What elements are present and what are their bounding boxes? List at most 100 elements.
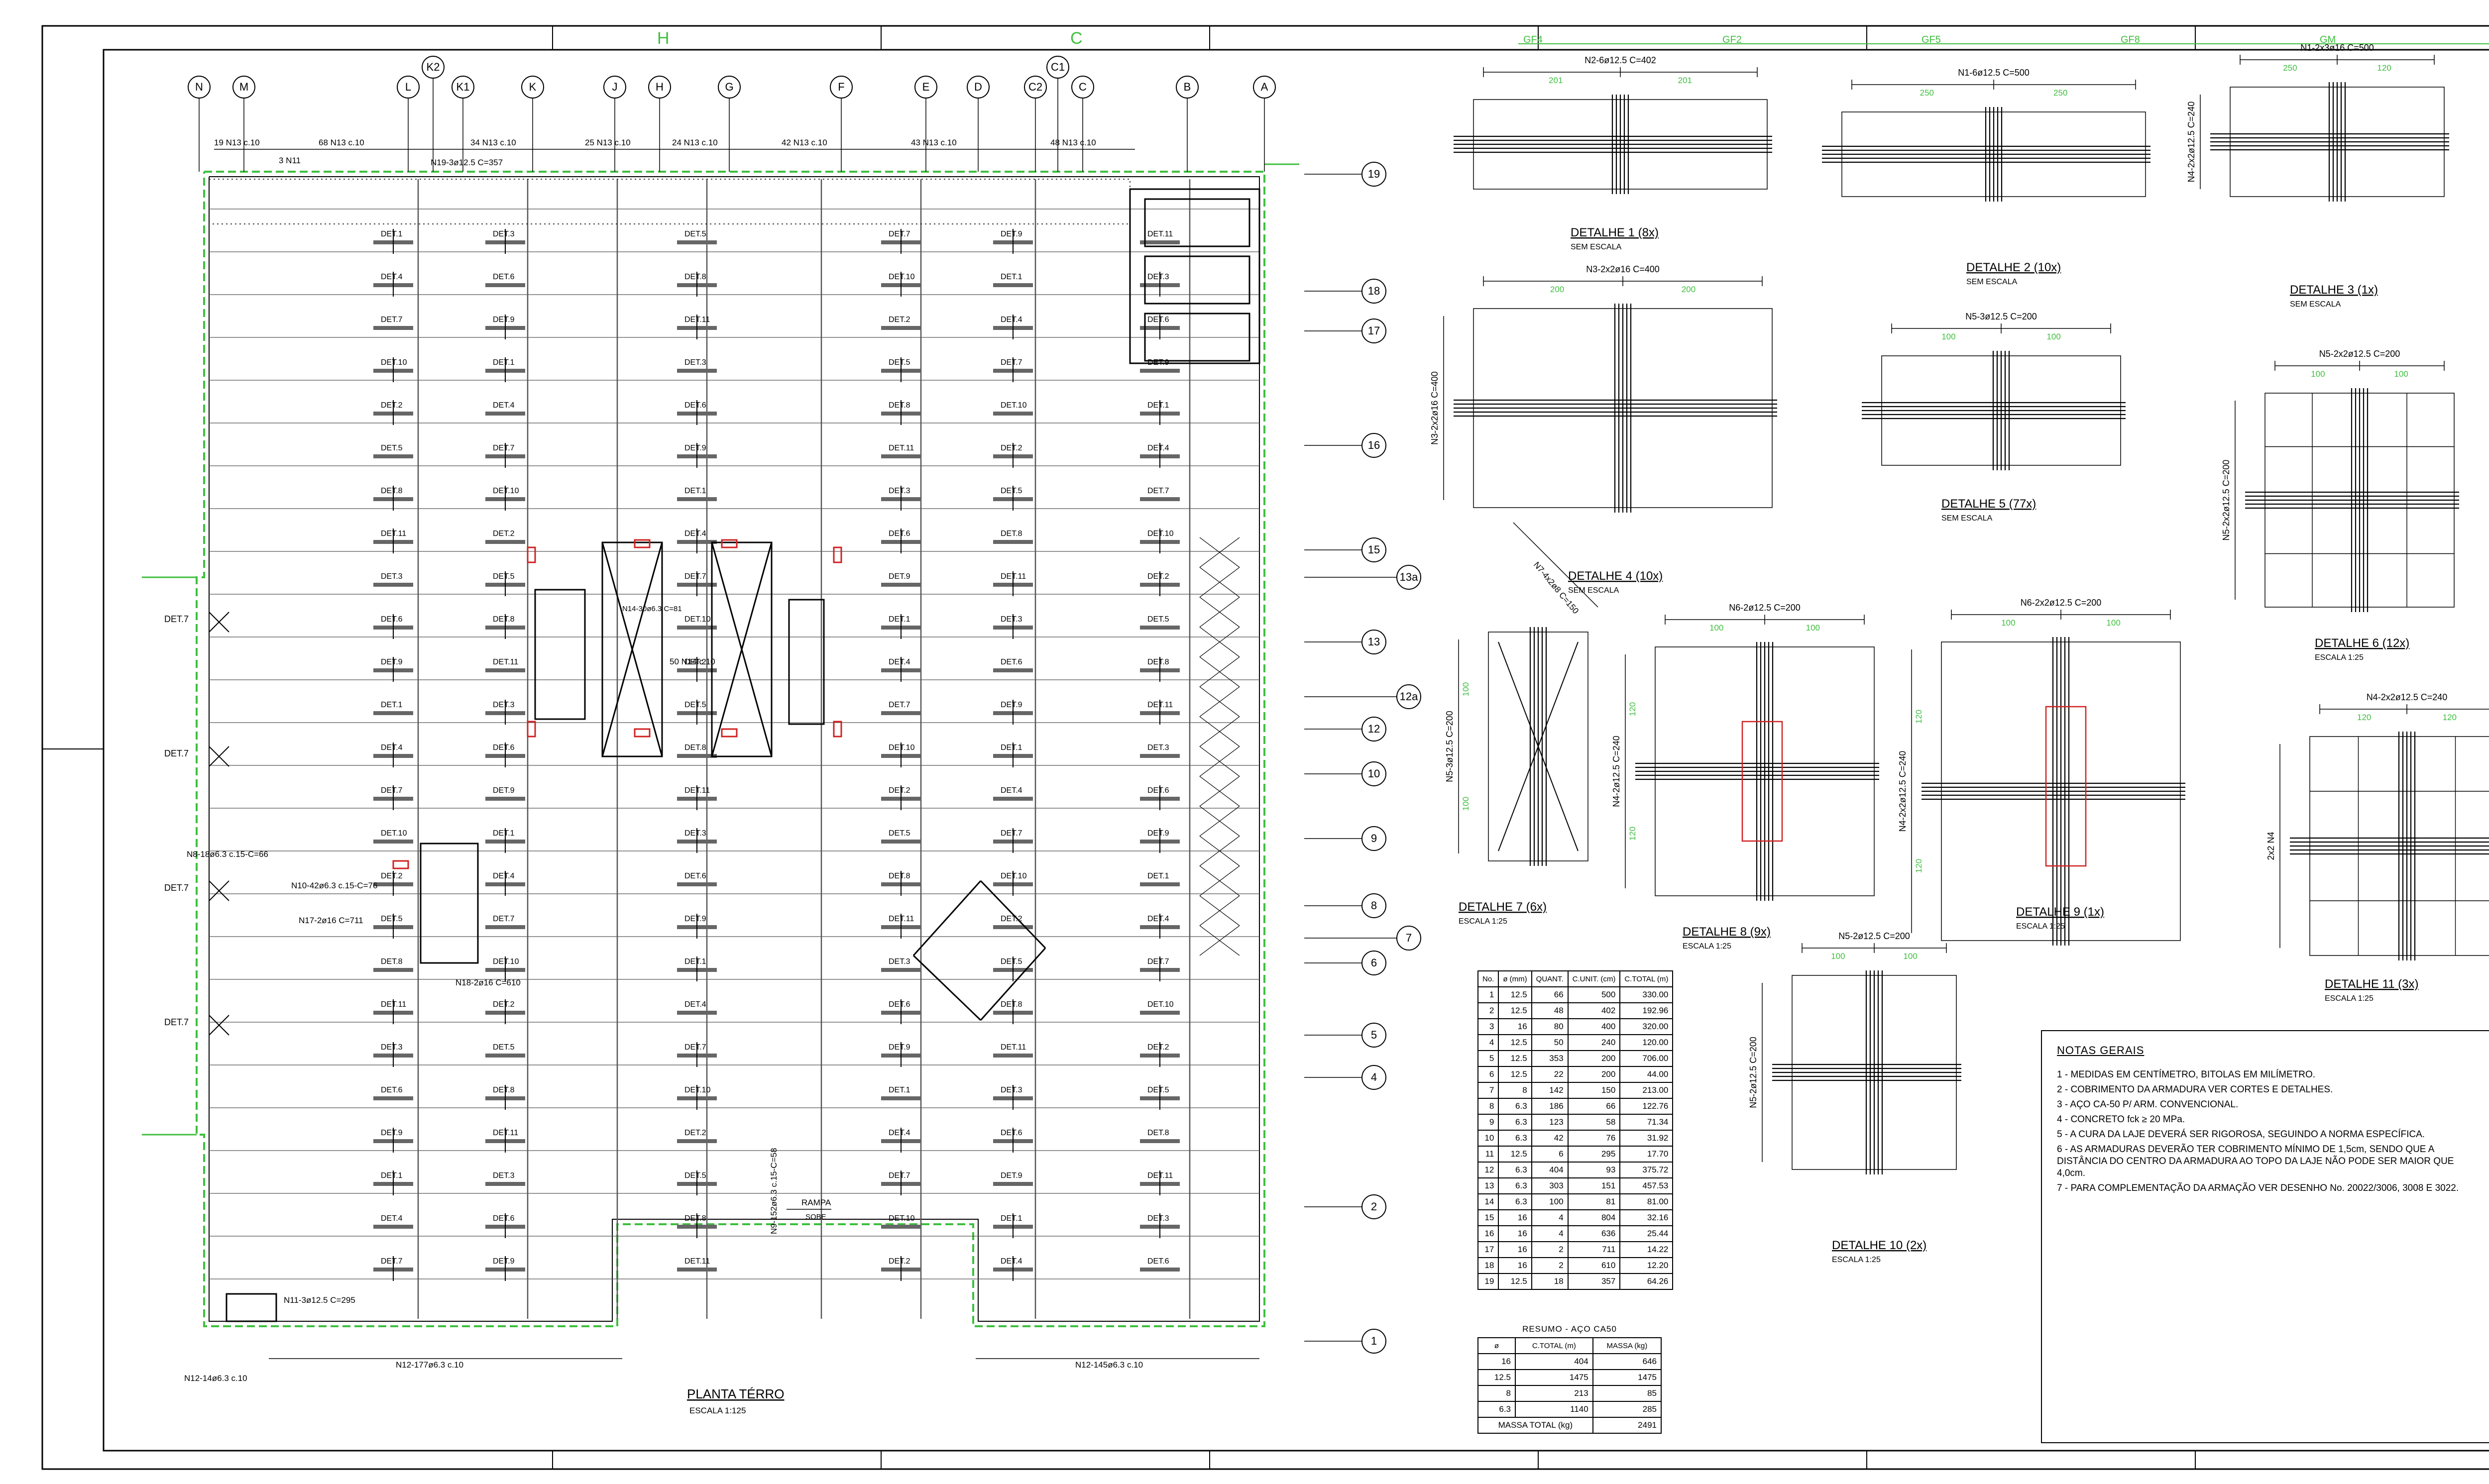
det-label: DET.1 [1001, 743, 1022, 752]
row-axis-label: 16 [1368, 439, 1380, 451]
det-label: DET.2 [1001, 444, 1022, 452]
detail-dim: 100 [1941, 332, 1955, 341]
detail-bar-label: N5-2ø12.5 C=200 [1838, 931, 1910, 941]
table-cell: 711 [1567, 1241, 1621, 1258]
zone-strip-top [552, 26, 2196, 1469]
table-cell: 6 [1477, 1066, 1499, 1083]
det-bar-mark [1140, 240, 1180, 244]
det-label: DET.10 [493, 957, 519, 966]
table-cell: 6.3 [1498, 1177, 1532, 1194]
det-label: DET.10 [493, 487, 519, 495]
det-label: DET.4 [1001, 1257, 1022, 1266]
tab-gm: GM [2320, 34, 2336, 45]
det-label: DET.2 [1147, 1043, 1169, 1052]
table-cell: 8 [1477, 1098, 1499, 1115]
det-label: DET.6 [1001, 658, 1022, 666]
det-label: DET.3 [381, 1043, 403, 1052]
table-cell: 6.3 [1498, 1162, 1532, 1178]
det-label: DET.9 [493, 316, 515, 324]
detail-dim: 100 [2311, 369, 2325, 379]
table-cell: 6 [1531, 1146, 1569, 1163]
callout-n10: N10-42ø6.3 c.15-C=76 [291, 881, 377, 890]
table-cell: 1475 [1592, 1369, 1662, 1386]
row-axis-label: 13 [1368, 636, 1380, 648]
det-label: DET.3 [381, 572, 403, 581]
table-cell: 610 [1567, 1257, 1621, 1274]
summary-header-0: ø [1477, 1337, 1516, 1354]
det-label: DET.8 [1147, 1129, 1169, 1137]
det-bar-mark [993, 540, 1033, 544]
note-item: 2 - COBRIMENTO DA ARMADURA VER CORTES E … [2057, 1084, 2333, 1095]
detail-scale: ESCALA 1:25 [1459, 917, 1507, 926]
note-item: 3 - AÇO CA-50 P/ ARM. CONVENCIONAL. [2057, 1099, 2239, 1110]
detail-dim: 100 [1831, 952, 1845, 961]
det-bar-mark [1140, 1268, 1180, 1272]
det-label: DET.1 [889, 1086, 910, 1094]
table-cell: 2 [1477, 1002, 1499, 1019]
detail-scale: SEM ESCALA [1571, 243, 1622, 251]
det-label: DET.1 [684, 957, 706, 966]
table-cell: 12.5 [1498, 1066, 1532, 1083]
table-cell: 19 [1477, 1273, 1499, 1290]
detail-dim: 201 [1678, 76, 1692, 85]
table-cell: 9 [1477, 1114, 1499, 1131]
top-dim-9: 48 N13 c.10 [1050, 138, 1096, 147]
det-label: DET.5 [1147, 615, 1169, 624]
det-label: DET.8 [684, 273, 706, 281]
det-label: DET.8 [1001, 530, 1022, 538]
det-label: DET.1 [381, 1171, 403, 1180]
steel-header-2: QUANT. [1531, 970, 1569, 987]
detail-side-label: N4-2x2ø12.5 C=240 [1898, 751, 1908, 832]
detail-title: DETALHE 8 (9x) [1683, 925, 1771, 939]
top-dim-7: 42 N13 c.10 [782, 138, 827, 147]
table-cell: 192.96 [1619, 1002, 1674, 1019]
summary-title: RESUMO - AÇO CA50 [1522, 1324, 1617, 1334]
det-label: DET.1 [1001, 1214, 1022, 1223]
det-label: DET.5 [684, 230, 706, 238]
det-label: DET.8 [1001, 1000, 1022, 1009]
table-cell: 1 [1477, 986, 1499, 1003]
det-label: DET.4 [1147, 915, 1169, 923]
det-label: DET.10 [1147, 530, 1174, 538]
det-bar-mark [881, 711, 921, 715]
det-label: DET.11 [684, 1257, 710, 1266]
column-axis-label: K1 [456, 81, 470, 93]
callout-n18: N18-2ø16 C=610 [455, 978, 521, 987]
det-bar-mark [373, 840, 413, 844]
table-cell: 42 [1531, 1130, 1569, 1147]
table-cell: 320.00 [1619, 1018, 1674, 1035]
det-label: DET.7 [684, 572, 706, 581]
table-cell: 11 [1477, 1146, 1499, 1163]
column-axis-label: C [1079, 81, 1087, 93]
table-cell: 404 [1515, 1353, 1593, 1370]
detail-side-label: N3-2x2ø16 C=400 [1430, 371, 1440, 445]
det-label: DET.1 [1147, 872, 1169, 880]
row-axis-label: 8 [1371, 899, 1377, 912]
callout-n14b: 50 N14 c.10 [670, 657, 715, 666]
det-label: DET.10 [1001, 401, 1027, 410]
det-bar-mark [1140, 626, 1180, 630]
det-label: DET.2 [684, 658, 706, 666]
zone-label-c: C [1070, 29, 1083, 48]
column-axis-label: L [405, 81, 411, 93]
detail-scale: ESCALA 1:25 [1683, 942, 1731, 951]
detail-title: DETALHE 5 (77x) [1941, 497, 2036, 511]
det-label: DET.4 [381, 273, 403, 281]
detail-scale: ESCALA 1:25 [2325, 994, 2374, 1003]
det-label: DET.4 [493, 401, 515, 410]
det-label: DET.6 [684, 872, 706, 880]
det-bar-mark [993, 1182, 1033, 1186]
det-bar-mark [373, 1225, 413, 1229]
column-axis-label: N [195, 81, 203, 93]
det-label: DET.8 [381, 487, 403, 495]
detail-bar-label: N5-2x2ø12.5 C=200 [2319, 349, 2400, 359]
top-dim-4: N19-3ø12.5 C=357 [431, 158, 503, 167]
top-dim-0: 19 N13 c.10 [214, 138, 260, 147]
